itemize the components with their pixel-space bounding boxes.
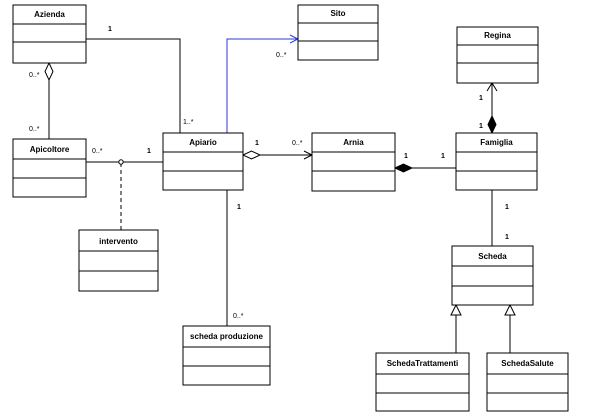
edge-azienda-apiario <box>86 38 181 133</box>
class-regina[interactable]: Regina <box>456 26 539 84</box>
class-name-scheda-salute: SchedaSalute <box>501 359 554 368</box>
class-name-scheda-produzione: scheda produzione <box>190 332 263 341</box>
class-scheda-trattamenti[interactable]: SchedaTrattamenti <box>375 352 470 412</box>
mult-apiario-arnia-src: 1 <box>255 140 259 147</box>
class-name-regina: Regina <box>484 31 511 40</box>
mult-regina-famiglia-src: 1 <box>479 95 483 102</box>
generalization-arrow-salute <box>504 303 516 316</box>
class-sito[interactable]: Sito <box>297 4 379 61</box>
mult-azienda-apicoltore-src: 0..* <box>29 72 40 79</box>
aggregation-diamond-azienda <box>44 61 54 82</box>
class-intervento[interactable]: intervento <box>78 229 159 292</box>
class-apiario[interactable]: Apiario <box>162 132 244 191</box>
mult-famiglia-scheda-src: 1 <box>505 204 509 211</box>
class-famiglia[interactable]: Famiglia <box>455 132 538 191</box>
composition-diamond-arnia <box>393 163 414 173</box>
class-name-scheda: Scheda <box>478 252 507 261</box>
class-scheda-produzione[interactable]: scheda produzione <box>182 325 271 386</box>
class-name-apiario: Apiario <box>189 138 217 147</box>
multiplicity-labels: 1 1..* 0..* 0..* 0..* 1 0..* 1 0..* 1 1 … <box>29 26 509 320</box>
class-name-apicoltore: Apicoltore <box>30 145 70 154</box>
class-apicoltore[interactable]: Apicoltore <box>12 138 87 198</box>
mult-azienda-apiario-dst: 1..* <box>183 119 194 126</box>
class-name-famiglia: Famiglia <box>480 138 513 147</box>
aggregation-diamond-apiario <box>241 150 262 160</box>
composition-diamond-famiglia <box>487 114 497 135</box>
class-name-intervento: intervento <box>99 237 138 246</box>
mult-apicoltore-apiario-src: 0..* <box>92 148 103 155</box>
mult-regina-famiglia-dst: 1 <box>479 123 483 130</box>
edge-apiario-sito <box>226 38 298 133</box>
association-point <box>118 159 124 165</box>
mult-azienda-apiario-src: 1 <box>108 26 112 33</box>
class-arnia[interactable]: Arnia <box>311 132 396 192</box>
mult-famiglia-scheda-dst: 1 <box>505 234 509 241</box>
mult-apicoltore-apiario-dst: 1 <box>147 148 151 155</box>
class-scheda-salute[interactable]: SchedaSalute <box>486 352 569 412</box>
class-azienda[interactable]: Azienda <box>12 4 87 64</box>
mult-apiario-arnia-dst: 0..* <box>292 140 303 147</box>
mult-arnia-famiglia-src: 1 <box>404 153 408 160</box>
class-name-azienda: Azienda <box>34 10 65 19</box>
class-name-scheda-trattamenti: SchedaTrattamenti <box>387 359 459 368</box>
mult-azienda-apicoltore-dst: 0..* <box>29 126 40 133</box>
class-name-arnia: Arnia <box>343 138 364 147</box>
class-scheda[interactable]: Scheda <box>451 245 534 306</box>
mult-apiario-produzione-dst: 0..* <box>233 313 244 320</box>
edges <box>44 34 516 353</box>
mult-arnia-famiglia-dst: 1 <box>441 153 445 160</box>
class-name-sito: Sito <box>330 9 345 18</box>
mult-apiario-sito-dst: 0..* <box>276 52 287 59</box>
generalization-arrow-trattamenti <box>450 303 462 316</box>
mult-apiario-produzione-src: 1 <box>237 204 241 211</box>
